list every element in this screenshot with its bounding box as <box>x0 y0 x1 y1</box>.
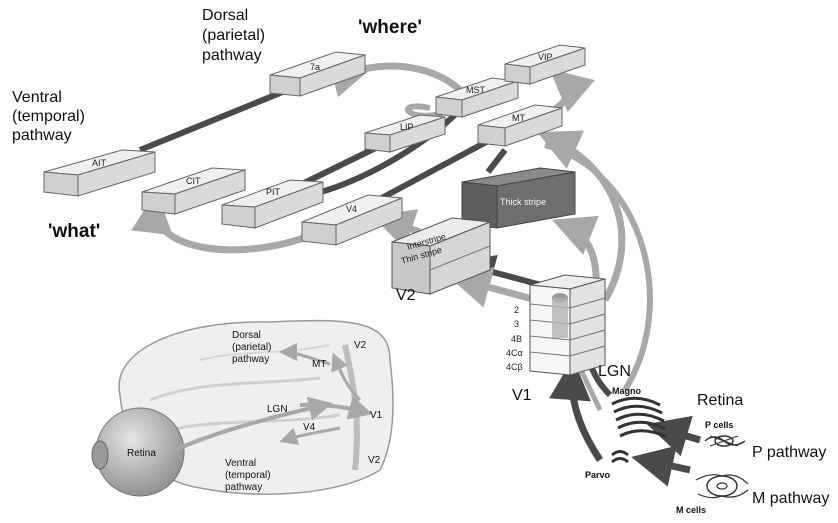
inset-lgn: LGN <box>267 404 288 415</box>
box-pit: PIT <box>221 179 324 229</box>
box-cit-label: CIT <box>186 176 201 186</box>
box-mt-label: MT <box>512 113 525 123</box>
inset-ventral-2: (temporal) <box>225 470 271 481</box>
thick-stripe-label: Thick stripe <box>500 197 546 207</box>
arrow-pcells-magno <box>646 415 702 457</box>
m-cell-icon <box>695 474 749 499</box>
what-label: 'what' <box>48 221 100 242</box>
layer-3: 3 <box>514 319 519 329</box>
inset-dorsal-2: (parietal) <box>232 342 271 353</box>
box-mt: MT <box>477 104 563 147</box>
box-7a: 7a <box>269 51 366 97</box>
box-v1-layers <box>529 274 606 376</box>
arrow-thick-mt <box>485 148 508 174</box>
arrow-mt-mst-loop <box>405 103 447 119</box>
arrow-parvo-v1 <box>549 358 603 462</box>
v1-layer-labels: 2 3 4B 4Cα 4Cβ <box>506 305 523 372</box>
m-cells-label: M cells <box>676 505 706 515</box>
layer-4cbeta: 4Cβ <box>506 362 523 372</box>
box-ait: AIT <box>43 149 156 197</box>
arrow-lgn-v1-light <box>579 370 603 412</box>
layer-4b: 4B <box>511 334 522 344</box>
box-lip-label: LIP <box>400 122 414 132</box>
box-vip-label: VIP <box>538 52 553 62</box>
box-7a-label: 7a <box>310 62 320 72</box>
inset-mt: MT <box>312 359 326 370</box>
arrow-lgn-mt <box>544 142 653 392</box>
dorsal-label-2: (parietal) <box>202 27 265 44</box>
inset-v4: V4 <box>303 422 316 433</box>
box-cit: CIT <box>141 167 246 215</box>
dorsal-label-1: Dorsal <box>202 7 248 24</box>
ventral-label-2: (temporal) <box>12 108 85 125</box>
box-thick-stripe: Thick stripe <box>461 167 576 229</box>
p-cells-label: P cells <box>705 420 733 430</box>
ventral-label-3: pathway <box>12 127 72 144</box>
brain-outline-icon <box>118 319 394 495</box>
arrow-v1-mt <box>537 130 626 302</box>
layer-2: 2 <box>514 305 519 315</box>
arrow-mst-7a <box>327 56 465 98</box>
box-vip: VIP <box>504 44 586 85</box>
inset-ventral-1: Ventral <box>225 458 256 469</box>
m-pathway-label: M pathway <box>752 490 829 507</box>
parvo-layers-icon <box>611 450 629 464</box>
area-boxes: AIT CIT PIT V4 LIP <box>43 44 606 376</box>
brain-inset: Dorsal (parietal) pathway MT V2 LGN V1 V… <box>91 319 394 497</box>
arrow-mcells-parvo <box>631 445 691 487</box>
p-cell-icon <box>704 435 746 447</box>
lgn-label: LGN <box>598 363 631 380</box>
box-v4: V4 <box>301 194 403 246</box>
arrow-pit-mst <box>309 107 463 198</box>
magno-layers-icon <box>611 396 667 439</box>
inset-dorsal-1: Dorsal <box>232 330 261 341</box>
parvo-label: Parvo <box>585 470 611 480</box>
ventral-label-1: Ventral <box>12 89 62 106</box>
retina-label: Retina <box>697 392 743 409</box>
inset-v2-top: V2 <box>354 340 367 351</box>
dorsal-label-3: pathway <box>202 47 262 64</box>
box-mst-label: MST <box>466 85 486 95</box>
where-label: 'where' <box>358 17 422 38</box>
box-mst: MST <box>435 77 519 118</box>
p-pathway-label: P pathway <box>752 444 826 461</box>
inset-retina: Retina <box>127 448 156 459</box>
box-ait-label: AIT <box>92 158 107 168</box>
inset-dorsal-3: pathway <box>232 354 269 365</box>
inset-ventral-3: pathway <box>225 482 262 493</box>
inset-v1: V1 <box>370 410 383 421</box>
inset-v2-bottom: V2 <box>368 455 381 466</box>
lgn-structures <box>611 396 749 499</box>
box-pit-label: PIT <box>266 187 281 197</box>
box-v4-label: V4 <box>346 204 357 214</box>
box-v2-stripes: Interstripe Thin stripe <box>391 217 491 295</box>
box-lip: LIP <box>364 114 446 153</box>
layer-4calpha: 4Cα <box>506 348 523 358</box>
v2-label: V2 <box>396 287 416 304</box>
arrow-v4-cit <box>131 191 322 254</box>
main-labels: Dorsal (parietal) pathway Ventral (tempo… <box>12 7 829 515</box>
v1-label: V1 <box>512 387 532 404</box>
magno-label: Magno <box>612 386 641 396</box>
